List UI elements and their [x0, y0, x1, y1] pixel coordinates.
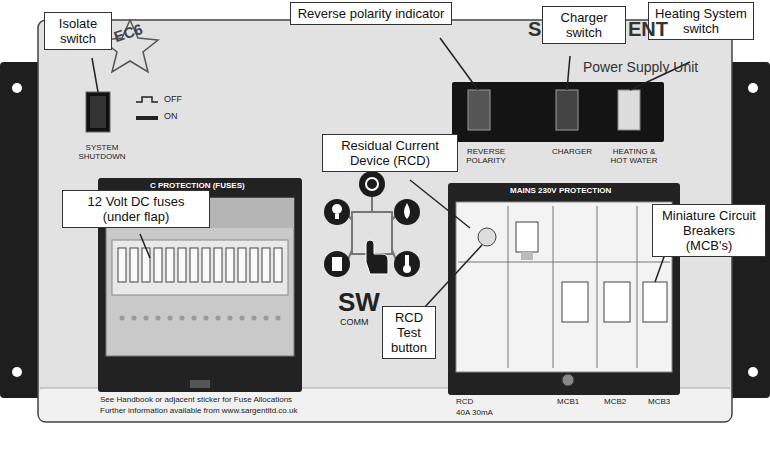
- fuse: [142, 248, 150, 282]
- callout-text: Miniature Circuit Breakers (MCB's): [658, 208, 760, 253]
- leader-lines: [92, 38, 690, 308]
- mcb-housing: [448, 183, 680, 395]
- note-text: Further information available from www.s…: [100, 407, 297, 416]
- reverse-polarity-lamp: [468, 90, 490, 130]
- switch-bar: [452, 82, 664, 142]
- fuse: [214, 248, 222, 282]
- fuse-dot: [144, 316, 149, 321]
- switch-label: SYSTEM SHUTDOWN: [70, 144, 134, 162]
- fuse: [262, 248, 270, 282]
- callout-box: Miniature Circuit Breakers (MCB's): [652, 204, 766, 257]
- device-label: MCB3: [648, 398, 670, 407]
- switch-label: REVERSE POLARITY: [456, 148, 516, 166]
- callout-box: Residual Current Device (RCD): [322, 134, 458, 172]
- panel-title: Power Supply Unit: [583, 60, 698, 75]
- callout-box: 12 Volt DC fuses (under flap): [62, 190, 210, 228]
- fuse: [118, 248, 126, 282]
- brand-mark: COMM: [340, 318, 369, 328]
- callout-text: Heating System switch: [654, 6, 748, 36]
- fuse-dot: [132, 316, 137, 321]
- section-header: MAINS 230V PROTECTION: [510, 187, 611, 196]
- fuse-dot: [228, 316, 233, 321]
- callout-text: Isolate switch: [50, 16, 106, 46]
- brand-mark: SW: [338, 288, 380, 317]
- heating-switch: [618, 90, 640, 130]
- fuse: [166, 248, 174, 282]
- fuse-dot: [156, 316, 161, 321]
- fuse: [130, 248, 138, 282]
- callout-box: RCD Test button: [382, 306, 436, 359]
- mcb-toggle: [643, 282, 667, 322]
- callout-text: RCD Test button: [388, 310, 430, 355]
- fuse: [238, 248, 246, 282]
- note-text: See Handbook or adjacent sticker for Fus…: [100, 396, 292, 405]
- switch-label: HEATING & HOT WATER: [606, 148, 662, 166]
- switch-label: CHARGER: [552, 148, 592, 157]
- hand-icon: [366, 240, 388, 274]
- feature-icons: [324, 171, 420, 277]
- fuse-dot: [204, 316, 209, 321]
- callout-text: Residual Current Device (RCD): [328, 138, 452, 168]
- rcd-toggle: [516, 222, 538, 252]
- fuse-dot: [168, 316, 173, 321]
- callout-box: Reverse polarity indicator: [290, 2, 452, 25]
- brand-text: ENT: [628, 18, 668, 40]
- fuse-dot: [192, 316, 197, 321]
- charger-switch: [556, 90, 578, 130]
- callout-text: Reverse polarity indicator: [296, 6, 446, 21]
- fuse-dot: [240, 316, 245, 321]
- device-label: MCB1: [557, 398, 579, 407]
- fuse: [274, 248, 282, 282]
- brand-text: S: [528, 18, 541, 40]
- mcb-toggle: [562, 282, 588, 322]
- fuse-dot: [264, 316, 269, 321]
- switch-state: ON: [164, 112, 178, 122]
- section-header: C PROTECTION (FUSES): [150, 182, 245, 191]
- fuse: [202, 248, 210, 282]
- callout-text: Charger switch: [548, 10, 620, 40]
- fuse: [154, 248, 162, 282]
- panel-housing: [38, 20, 732, 422]
- fuse: [226, 248, 234, 282]
- fuse-dot: [216, 316, 221, 321]
- device-label: RCD: [456, 398, 473, 407]
- switch-state: OFF: [164, 95, 182, 105]
- callout-box: Charger switch: [542, 6, 626, 44]
- device-label: MCB2: [604, 398, 626, 407]
- fuse: [190, 248, 198, 282]
- callout-text: 12 Volt DC fuses (under flap): [68, 194, 204, 224]
- isolate-switch: [86, 92, 110, 132]
- fuse-dot: [180, 316, 185, 321]
- mcb-toggle: [604, 282, 630, 322]
- callout-box: Isolate switch: [44, 12, 112, 50]
- rcd-test-button: [478, 228, 496, 246]
- fuse-dot: [252, 316, 257, 321]
- device-label: 40A 30mA: [456, 409, 493, 418]
- fuse-dot: [276, 316, 281, 321]
- fuse: [250, 248, 258, 282]
- fuse: [178, 248, 186, 282]
- fuse-dot: [120, 316, 125, 321]
